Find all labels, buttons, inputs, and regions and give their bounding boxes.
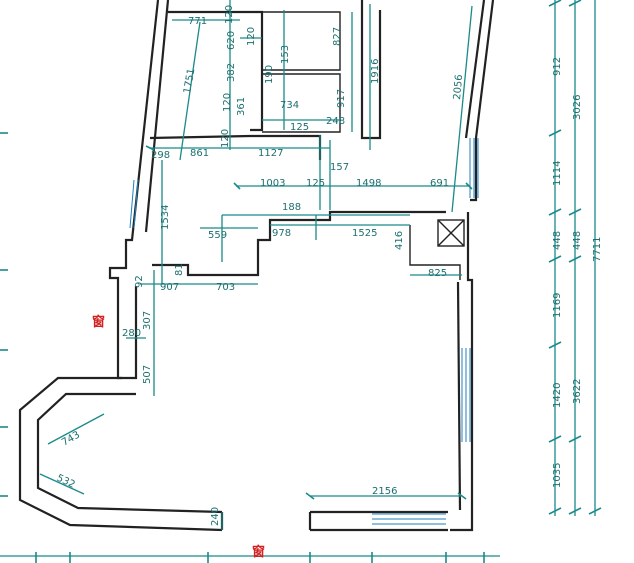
dim-label: 1751 [182, 68, 197, 95]
dim-label: 382 [226, 63, 237, 82]
closet-wall [262, 73, 341, 133]
dim-label: 125 [290, 122, 309, 133]
dim-label: 92 [134, 275, 145, 288]
dim-label: 416 [394, 231, 405, 250]
dim-label: 298 [151, 150, 170, 161]
dim-label: 771 [188, 16, 207, 27]
dim-label: 1534 [160, 205, 171, 230]
dim-label: 190 [264, 65, 275, 84]
dim-label: 448 [572, 231, 583, 250]
center-partition [360, 0, 382, 140]
outer-wall-living-inner [456, 281, 462, 511]
outer-wall-right-slant [470, 0, 495, 202]
dim-label: 81 [174, 263, 185, 276]
left-column [116, 282, 138, 380]
dim-label: 743 [60, 430, 82, 449]
outer-wall-left-upper [108, 0, 160, 282]
walls [18, 0, 495, 532]
dim-label: 3622 [572, 379, 583, 404]
dim-label: 978 [272, 228, 291, 239]
left-entry-marker: 窗 [92, 314, 105, 330]
pillar-cross-b [437, 219, 465, 247]
dim-label: 7711 [592, 237, 603, 262]
dim-label: 1916 [370, 59, 381, 84]
dim-label: 125 [306, 178, 325, 189]
dim-label: 1420 [552, 383, 563, 408]
dim-label: 120 [224, 5, 235, 24]
dim-label: 2156 [372, 486, 397, 497]
outer-wall-left-inner [144, 0, 170, 233]
dim-label: 248 [326, 116, 345, 127]
bottom-entry-marker: 窗 [252, 544, 265, 560]
dim-label: 532 [55, 473, 77, 491]
dim-label: 1498 [356, 178, 381, 189]
dim-label: 280 [122, 328, 141, 339]
dim-label: 2056 [452, 74, 465, 100]
kitchen-lower-wall [152, 210, 446, 277]
dim-label: 157 [330, 162, 349, 173]
dim-label: 827 [332, 27, 343, 46]
dim-label: 188 [282, 202, 301, 213]
dim-label: 153 [280, 45, 291, 64]
dim-label: 917 [336, 89, 347, 108]
dimension-labels: 771 120 620 120 153 827 1751 382 190 917… [55, 5, 603, 526]
outer-wall-living [450, 212, 474, 532]
outer-wall-right-slant-inner [464, 0, 486, 139]
dim-label: 1169 [552, 293, 563, 318]
dim-label: 734 [280, 100, 299, 111]
dim-label: 825 [428, 268, 447, 279]
pillar [437, 219, 465, 247]
dim-label: 1035 [552, 463, 563, 488]
dim-label: 1114 [552, 161, 563, 186]
dimension-ticks [0, 0, 602, 563]
dim-label: 307 [142, 311, 153, 330]
dim-label: 907 [160, 282, 179, 293]
dim-label: 448 [552, 231, 563, 250]
dim-label: 240 [210, 507, 221, 526]
bath-inner [262, 11, 341, 71]
dim-label: 1525 [352, 228, 377, 239]
dim-label: 120 [222, 93, 233, 112]
windows [129, 138, 479, 525]
window-left [129, 179, 139, 229]
dim-label: 1127 [258, 148, 283, 159]
window-bottom [372, 513, 446, 525]
window-right-living [461, 348, 471, 442]
dim-label: 3026 [572, 95, 583, 120]
dim-label: 507 [142, 365, 153, 384]
dim-label: 691 [430, 178, 449, 189]
bottom-wall-left-inner [36, 392, 223, 514]
bottom-wall-left [18, 376, 223, 532]
dim-label: 620 [226, 31, 237, 50]
kitchen-inner [409, 225, 461, 280]
bath-wall [168, 10, 264, 132]
dim-label: 912 [552, 57, 563, 76]
dimension-lines [0, 0, 596, 557]
dim-label: 861 [190, 148, 209, 159]
dim-label: 120 [246, 27, 257, 46]
dim-label: 703 [216, 282, 235, 293]
dim-label: 559 [208, 230, 227, 241]
dim-label: 1003 [260, 178, 285, 189]
dim-label: 361 [236, 97, 247, 116]
dim-label: 120 [220, 129, 231, 148]
